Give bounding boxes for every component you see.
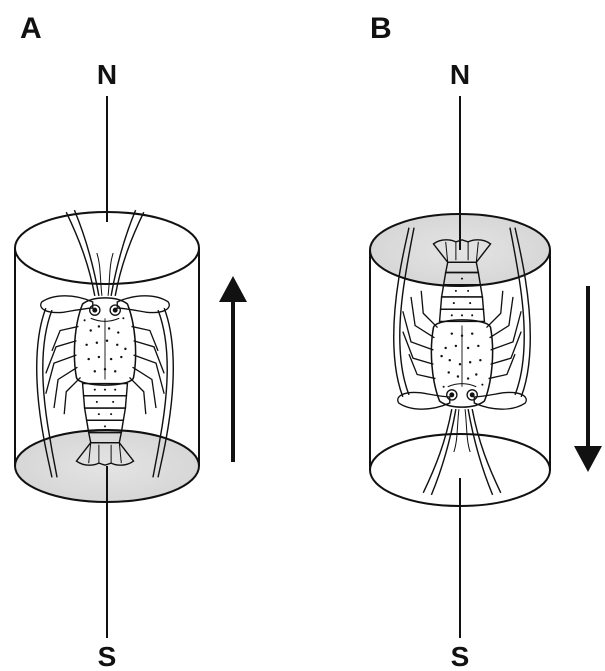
arrow-up-a — [219, 276, 247, 462]
pole-north-label-b: N — [450, 59, 470, 90]
panel-label-b: B — [370, 12, 392, 45]
cylinder-b — [370, 214, 550, 506]
cylinder-a — [15, 210, 199, 502]
panel-b: B N S — [370, 12, 602, 671]
arrow-down-b — [574, 286, 602, 472]
pole-south-label-b: S — [451, 641, 470, 671]
panel-label-a: A — [20, 12, 42, 45]
pole-south-label-a: S — [98, 641, 117, 671]
pole-north-label-a: N — [97, 59, 117, 90]
panel-a: A N S — [15, 12, 247, 671]
